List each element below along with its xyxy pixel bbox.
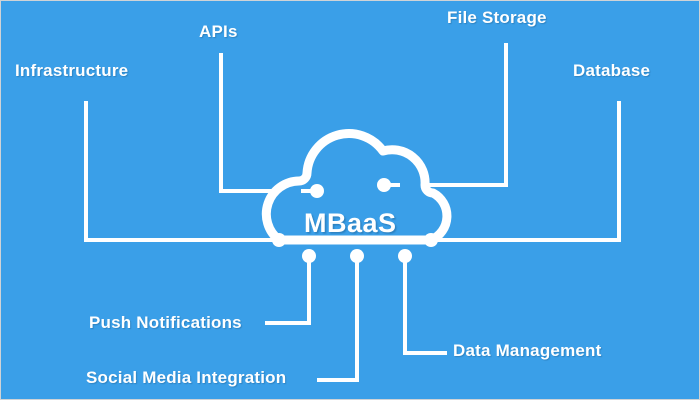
connector-social-media-integration xyxy=(317,256,359,382)
node-label-social-media-integration: Social Media Integration xyxy=(86,368,287,387)
node-label-infrastructure: Infrastructure xyxy=(15,61,129,80)
connector-infrastructure xyxy=(84,101,279,242)
node-label-file-storage: File Storage xyxy=(447,8,547,27)
node-dot-apis xyxy=(310,184,324,198)
node-label-database: Database xyxy=(573,61,651,80)
node-label-apis: APIs xyxy=(199,22,238,41)
node-dot-infrastructure xyxy=(272,233,286,247)
node-dot-database xyxy=(424,233,438,247)
connector-apis xyxy=(219,53,317,193)
node-dot-social-media-integration xyxy=(350,249,364,263)
node-dot-push-notifications xyxy=(302,249,316,263)
connector-push-notifications xyxy=(265,256,311,325)
node-dot-data-management xyxy=(398,249,412,263)
node-label-push-notifications: Push Notifications xyxy=(89,313,242,332)
connector-data-management xyxy=(403,256,447,355)
center-node-label: MBaaS xyxy=(304,208,397,238)
connector-lines xyxy=(84,43,621,382)
connection-dots xyxy=(272,178,438,263)
node-label-data-management: Data Management xyxy=(453,341,602,360)
node-dot-file-storage xyxy=(377,178,391,192)
connector-database xyxy=(431,101,621,242)
